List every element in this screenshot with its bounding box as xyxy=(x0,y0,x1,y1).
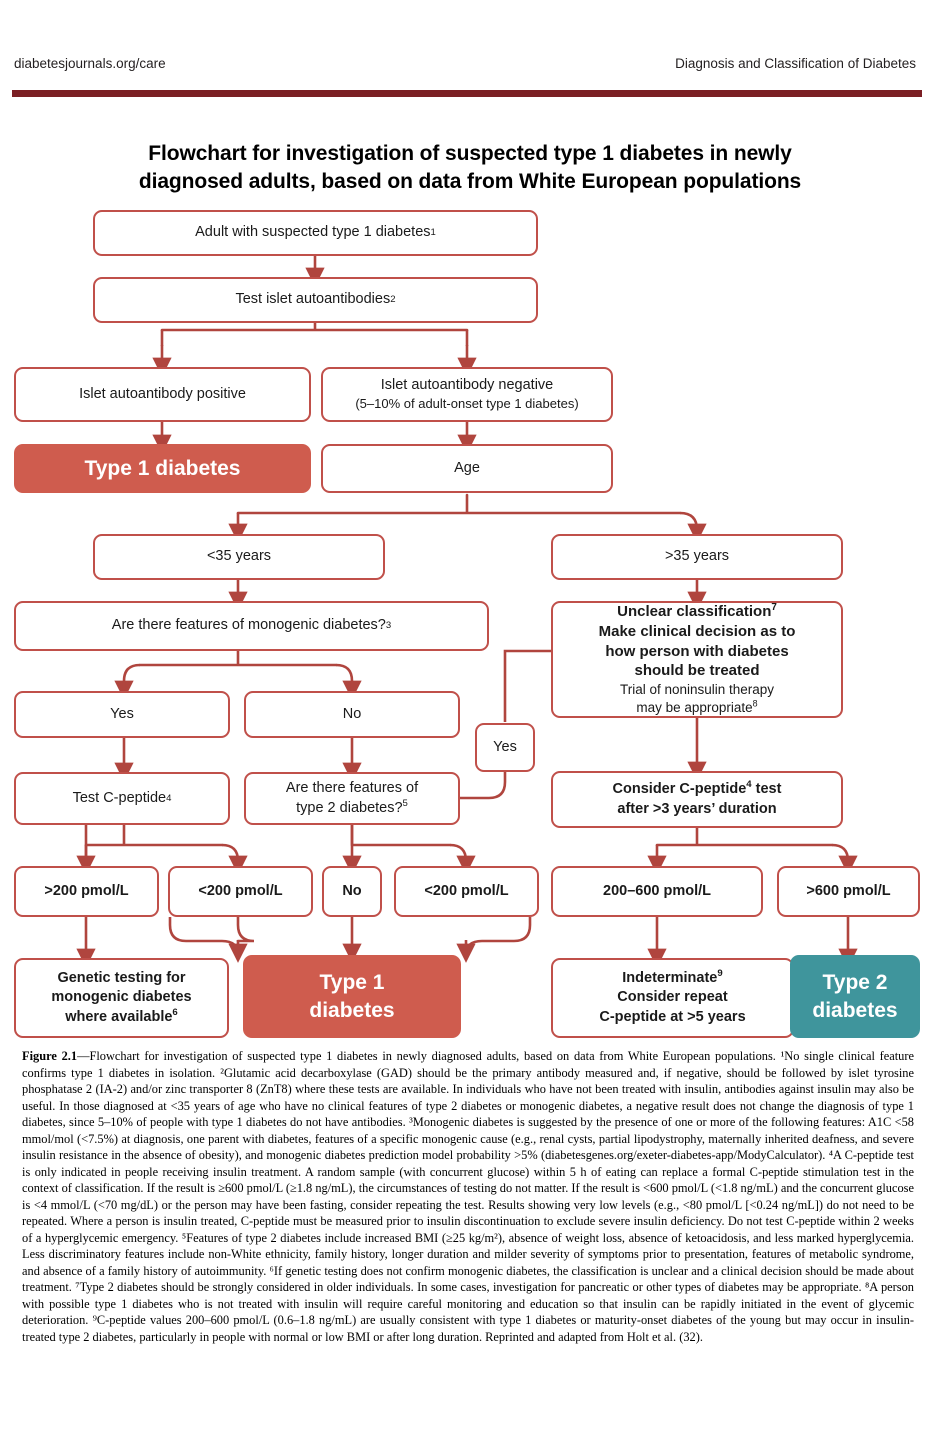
figure-caption-text: —Flowchart for investigation of suspecte… xyxy=(22,1049,914,1344)
node-type-1-diabetes-top[interactable]: Type 1 diabetes xyxy=(14,444,311,493)
node-indeterminate-line3: C-peptide at >5 years xyxy=(599,1008,746,1025)
node-genetic-testing-line1: Genetic testing for xyxy=(57,970,186,987)
node-result-lt-200-right-label: <200 pmol/L xyxy=(424,882,509,899)
node-unclear-line2b: how person with diabetes xyxy=(605,642,789,660)
node-monogenic-yes[interactable]: Yes xyxy=(14,691,230,738)
node-consider-c-peptide-line2: after >3 years’ duration xyxy=(617,800,777,817)
footnote-marker-7: 7 xyxy=(771,602,777,614)
node-type2-features-yes-label: Yes xyxy=(493,738,517,755)
node-type-2-line2: diabetes xyxy=(812,998,898,1022)
node-autoantibody-positive[interactable]: Islet autoantibody positive xyxy=(14,367,311,422)
node-monogenic-no-label: No xyxy=(342,705,362,722)
node-test-islet-label: Test islet autoantibodies xyxy=(235,291,391,308)
node-type-1-bottom-line2: diabetes xyxy=(309,998,395,1022)
node-indeterminate-line1: Indeterminate xyxy=(622,970,718,987)
node-age-under-35[interactable]: <35 years xyxy=(93,534,385,580)
running-head-title: Diagnosis and Classification of Diabetes xyxy=(675,56,916,71)
node-unclear-line3b: may be appropriate xyxy=(636,700,753,716)
footnote-marker-4b: 4 xyxy=(746,779,752,791)
node-age[interactable]: Age xyxy=(321,444,613,493)
node-autoantibody-negative[interactable]: Islet autoantibody negative (5–10% of ad… xyxy=(321,367,613,422)
node-monogenic-yes-label: Yes xyxy=(110,705,134,722)
node-indeterminate[interactable]: Indeterminate9 Consider repeat C-peptide… xyxy=(551,958,794,1038)
node-type2-question-line2: type 2 diabetes? xyxy=(296,799,403,816)
header-rule xyxy=(12,90,922,97)
node-age-over-35-label: >35 years xyxy=(664,548,730,565)
node-type2-question-line1: Are there features of xyxy=(285,780,419,797)
node-unclear-line3a: Trial of noninsulin therapy xyxy=(619,682,775,698)
footnote-marker-6: 6 xyxy=(172,1006,178,1018)
figure-title-line2: diagnosed adults, based on data from Whi… xyxy=(138,170,802,194)
footnote-marker-9: 9 xyxy=(717,968,723,980)
node-unclear-line2c: should be treated xyxy=(634,662,760,680)
node-genetic-testing-line3: where available xyxy=(65,1008,173,1025)
node-result-lt-200-right[interactable]: <200 pmol/L xyxy=(394,866,539,917)
node-type2-features-yes[interactable]: Yes xyxy=(475,723,535,772)
figure-title: Flowchart for investigation of suspected… xyxy=(80,140,860,197)
node-result-lt-200-left[interactable]: <200 pmol/L xyxy=(168,866,313,917)
node-consider-c-peptide-line1a: Consider C-peptide xyxy=(612,781,747,798)
figure-caption: Figure 2.1—Flowchart for investigation o… xyxy=(22,1048,914,1345)
running-head: diabetesjournals.org/care Diagnosis and … xyxy=(0,56,934,78)
node-autoantibody-positive-label: Islet autoantibody positive xyxy=(79,385,246,402)
node-unclear-line1: Unclear classification xyxy=(617,603,772,621)
node-autoantibody-negative-line1: Islet autoantibody negative xyxy=(380,377,554,394)
node-age-under-35-label: <35 years xyxy=(206,548,272,565)
journal-url: diabetesjournals.org/care xyxy=(14,56,166,71)
node-genetic-testing[interactable]: Genetic testing for monogenic diabetes w… xyxy=(14,958,229,1038)
node-autoantibody-negative-line2: (5–10% of adult-onset type 1 diabetes) xyxy=(355,396,579,412)
node-genetic-testing-line2: monogenic diabetes xyxy=(51,989,192,1006)
node-type2-features-question[interactable]: Are there features of type 2 diabetes?5 xyxy=(244,772,460,825)
node-result-no-label: No xyxy=(342,882,362,899)
node-result-gt-600[interactable]: >600 pmol/L xyxy=(777,866,920,917)
node-result-no[interactable]: No xyxy=(322,866,382,917)
node-age-over-35[interactable]: >35 years xyxy=(551,534,843,580)
node-test-c-peptide-label: Test C-peptide xyxy=(72,789,167,806)
figure-caption-label: Figure 2.1 xyxy=(22,1049,78,1063)
node-result-200-600[interactable]: 200–600 pmol/L xyxy=(551,866,763,917)
footnote-marker-8: 8 xyxy=(752,698,758,709)
figure-title-line1: Flowchart for investigation of suspected… xyxy=(148,142,792,165)
node-type-1-diabetes-top-label: Type 1 diabetes xyxy=(84,456,241,480)
footnote-marker-5: 5 xyxy=(402,797,408,809)
node-consider-c-peptide-line1b: test xyxy=(751,781,782,798)
node-monogenic-question-label: Are there features of monogenic diabetes… xyxy=(111,617,386,634)
node-type-2-diabetes[interactable]: Type 2 diabetes xyxy=(790,955,920,1038)
node-monogenic-no[interactable]: No xyxy=(244,691,460,738)
node-indeterminate-line2: Consider repeat xyxy=(617,989,728,1006)
node-type-1-bottom-line1: Type 1 xyxy=(319,970,385,994)
node-type-2-line1: Type 2 xyxy=(822,970,888,994)
node-adult-suspected-label: Adult with suspected type 1 diabetes xyxy=(195,224,431,241)
node-type-1-diabetes-bottom[interactable]: Type 1 diabetes xyxy=(243,955,461,1038)
node-consider-c-peptide[interactable]: Consider C-peptide4 test after >3 years’… xyxy=(551,771,843,828)
node-result-200-600-label: 200–600 pmol/L xyxy=(603,882,711,899)
node-result-lt-200-left-label: <200 pmol/L xyxy=(198,882,283,899)
node-result-gt-200-label: >200 pmol/L xyxy=(44,882,129,899)
node-unclear-line2a: Make clinical decision as to xyxy=(598,622,796,640)
node-unclear-classification[interactable]: Unclear classification7 Make clinical de… xyxy=(551,601,843,718)
node-monogenic-features-question[interactable]: Are there features of monogenic diabetes… xyxy=(14,601,489,651)
node-result-gt-200[interactable]: >200 pmol/L xyxy=(14,866,159,917)
node-age-label: Age xyxy=(454,459,480,476)
node-result-gt-600-label: >600 pmol/L xyxy=(806,882,891,899)
